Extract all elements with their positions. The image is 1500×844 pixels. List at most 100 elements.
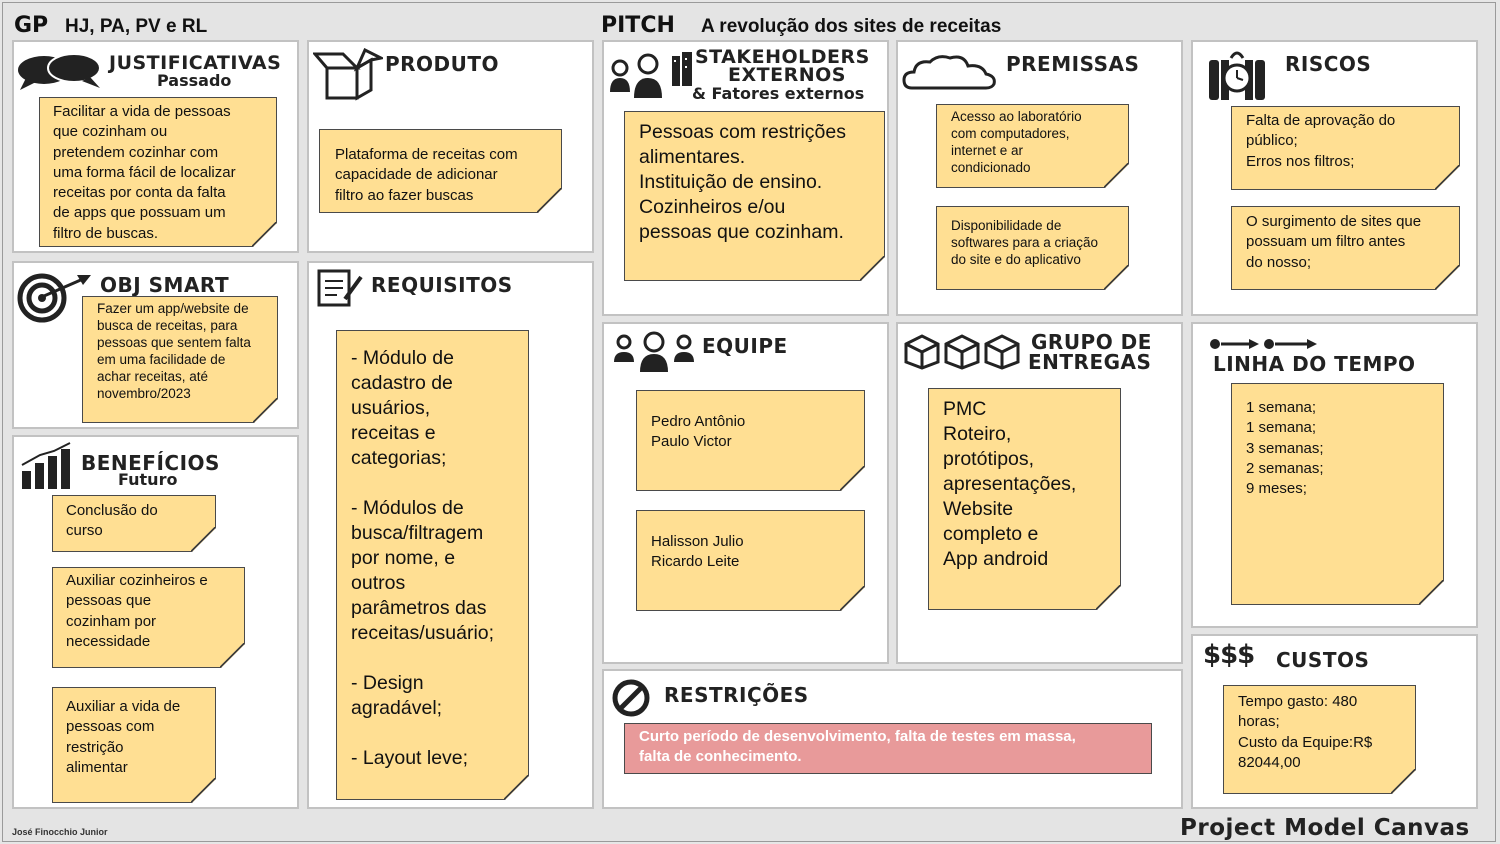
- sticky-note: Disponibilidade de softwares para a cria…: [936, 206, 1129, 290]
- note-fold: [1096, 585, 1120, 609]
- target-icon: [17, 273, 91, 323]
- linha-do-tempo-title: LINHA DO TEMPO: [1213, 352, 1416, 376]
- sticky-note: Auxiliar a vida de pessoas com restrição…: [52, 687, 216, 803]
- note-text: Curto período de desenvolvimento, falta …: [639, 728, 1076, 766]
- note-fold: [840, 586, 864, 610]
- panel-obj-smart: OBJ SMART Fazer um app/website de busca …: [12, 261, 299, 429]
- time-bomb-icon: [1209, 51, 1265, 100]
- gp-label: GP: [14, 13, 49, 38]
- note-fold: [537, 188, 561, 212]
- custos-title: CUSTOS: [1276, 648, 1370, 672]
- sticky-note: Halisson Julio Ricardo Leite: [636, 510, 865, 611]
- note-text: - Módulo de cadastro de usuários, receit…: [351, 347, 495, 769]
- note-text: 1 semana; 1 semana; 3 semanas; 2 semanas…: [1246, 399, 1324, 498]
- note-text: PMC Roteiro, protótipos, apresentações, …: [943, 398, 1077, 570]
- riscos-title: RISCOS: [1285, 52, 1372, 76]
- note-fold: [252, 222, 276, 246]
- note-fold: [840, 466, 864, 490]
- note-text: Halisson Julio Ricardo Leite: [651, 533, 744, 571]
- note-text: Falta de aprovação do público; Erros nos…: [1246, 112, 1396, 170]
- pitch-text: A revolução dos sites de receitas: [701, 16, 1002, 37]
- note-fold: [1104, 163, 1128, 187]
- note-text: Auxiliar a vida de pessoas com restrição…: [66, 698, 181, 776]
- panel-linha-do-tempo: LINHA DO TEMPO 1 semana; 1 semana; 3 sem…: [1191, 322, 1478, 628]
- sticky-note: Tempo gasto: 480 horas; Custo da Equipe:…: [1223, 685, 1416, 794]
- people-building-icon: [610, 52, 692, 98]
- box-icon: [313, 48, 383, 101]
- sticky-note: O surgimento de sites que possuam um fil…: [1231, 206, 1460, 290]
- note-text: Pedro Antônio Paulo Victor: [651, 413, 746, 451]
- note-text: Pessoas com restrições alimentares. Inst…: [639, 121, 846, 243]
- note-fold: [860, 256, 884, 280]
- panel-restricoes: RESTRIÇÕES Curto período de desenvolvime…: [602, 669, 1183, 809]
- premissas-title: PREMISSAS: [1006, 52, 1140, 76]
- note-fold: [1435, 265, 1459, 289]
- sticky-note: Pedro Antônio Paulo Victor: [636, 390, 865, 491]
- note-text: Acesso ao laboratório com computadores, …: [951, 109, 1082, 175]
- sticky-note: Pessoas com restrições alimentares. Inst…: [624, 111, 885, 281]
- note-fold: [191, 778, 215, 802]
- sticky-note: PMC Roteiro, protótipos, apresentações, …: [928, 388, 1121, 610]
- entregas-title-line1: GRUPO DE: [1031, 330, 1152, 354]
- equipe-title: EQUIPE: [702, 334, 788, 358]
- note-text: Plataforma de receitas com capacidade de…: [335, 146, 518, 204]
- panel-entregas: GRUPO DE ENTREGAS PMC Roteiro, protótipo…: [896, 322, 1183, 664]
- sticky-note: Facilitar a vida de pessoas que cozinham…: [39, 97, 277, 247]
- panel-stakeholders: STAKEHOLDERS EXTERNOS & Fatores externos…: [602, 40, 889, 316]
- speech-bubbles-icon: [18, 53, 101, 90]
- sticky-note: Acesso ao laboratório com computadores, …: [936, 104, 1129, 188]
- beneficios-title: BENEFÍCIOS: [81, 451, 220, 475]
- dollar-icon: $$$: [1203, 640, 1255, 670]
- cloud-icon: [902, 55, 996, 90]
- note-fold: [253, 398, 277, 422]
- note-fold: [504, 775, 528, 799]
- sticky-note: Fazer um app/website de busca de receita…: [82, 296, 278, 423]
- note-text: O surgimento de sites que possuam um fil…: [1246, 213, 1422, 271]
- obj-smart-title: OBJ SMART: [100, 273, 230, 297]
- team-icon: [614, 331, 694, 372]
- note-text: Tempo gasto: 480 horas; Custo da Equipe:…: [1238, 693, 1373, 771]
- packages-icon: [904, 334, 1020, 370]
- panel-riscos: RISCOS Falta de aprovação do público; Er…: [1191, 40, 1478, 316]
- panel-custos: $$$ CUSTOS Tempo gasto: 480 horas; Custo…: [1191, 634, 1478, 809]
- sticky-note: Auxiliar cozinheiros e pessoas que cozin…: [52, 567, 245, 668]
- stakeholders-title-line2: EXTERNOS: [728, 64, 846, 86]
- panel-produto: PRODUTO Plataforma de receitas com capac…: [307, 40, 594, 253]
- canvas-title: Project Model Canvas: [1180, 815, 1470, 841]
- author-credit: José Finocchio Junior: [12, 827, 108, 837]
- note-text: Disponibilidade de softwares para a cria…: [951, 218, 1099, 267]
- entregas-title-line2: ENTREGAS: [1028, 350, 1152, 374]
- note-fold: [1419, 580, 1443, 604]
- note-text: Facilitar a vida de pessoas que cozinham…: [53, 103, 236, 242]
- timeline-arrows-icon: [1210, 339, 1317, 349]
- stakeholders-title-line1: STAKEHOLDERS: [695, 46, 870, 68]
- team-initials: HJ, PA, PV e RL: [65, 16, 208, 37]
- note-fold: [1391, 769, 1415, 793]
- checklist-icon: [317, 269, 363, 307]
- panel-requisitos: REQUISITOS - Módulo de cadastro de usuár…: [307, 261, 594, 809]
- note-fold: [1104, 265, 1128, 289]
- growth-chart-icon: [21, 442, 71, 489]
- prohibited-icon: [612, 679, 650, 717]
- note-fold: [1435, 165, 1459, 189]
- panel-justificativas: JUSTIFICATIVAS Passado Facilitar a vida …: [12, 40, 299, 253]
- requisitos-title: REQUISITOS: [371, 273, 513, 297]
- sticky-note: Falta de aprovação do público; Erros nos…: [1231, 106, 1460, 190]
- note-fold: [220, 643, 244, 667]
- note-text: Fazer um app/website de busca de receita…: [97, 301, 251, 401]
- panel-premissas: PREMISSAS Acesso ao laboratório com comp…: [896, 40, 1183, 316]
- panel-equipe: EQUIPE Pedro Antônio Paulo Victor Haliss…: [602, 322, 889, 664]
- note-text: Conclusão do curso: [66, 502, 158, 540]
- note-text: Auxiliar cozinheiros e pessoas que cozin…: [66, 572, 208, 650]
- note-fold: [191, 527, 215, 551]
- beneficios-subtitle: Futuro: [118, 470, 178, 489]
- sticky-note: 1 semana; 1 semana; 3 semanas; 2 semanas…: [1231, 383, 1444, 605]
- sticky-note-red: Curto período de desenvolvimento, falta …: [624, 723, 1152, 774]
- sticky-note: Plataforma de receitas com capacidade de…: [319, 129, 562, 213]
- restricoes-title: RESTRIÇÕES: [664, 683, 809, 707]
- panel-beneficios: BENEFÍCIOS Futuro Conclusão do curso Aux…: [12, 435, 299, 809]
- sticky-note: Conclusão do curso: [52, 495, 216, 552]
- justificativas-subtitle: Passado: [157, 71, 232, 90]
- sticky-note: - Módulo de cadastro de usuários, receit…: [336, 330, 529, 800]
- stakeholders-subtitle: & Fatores externos: [692, 84, 865, 103]
